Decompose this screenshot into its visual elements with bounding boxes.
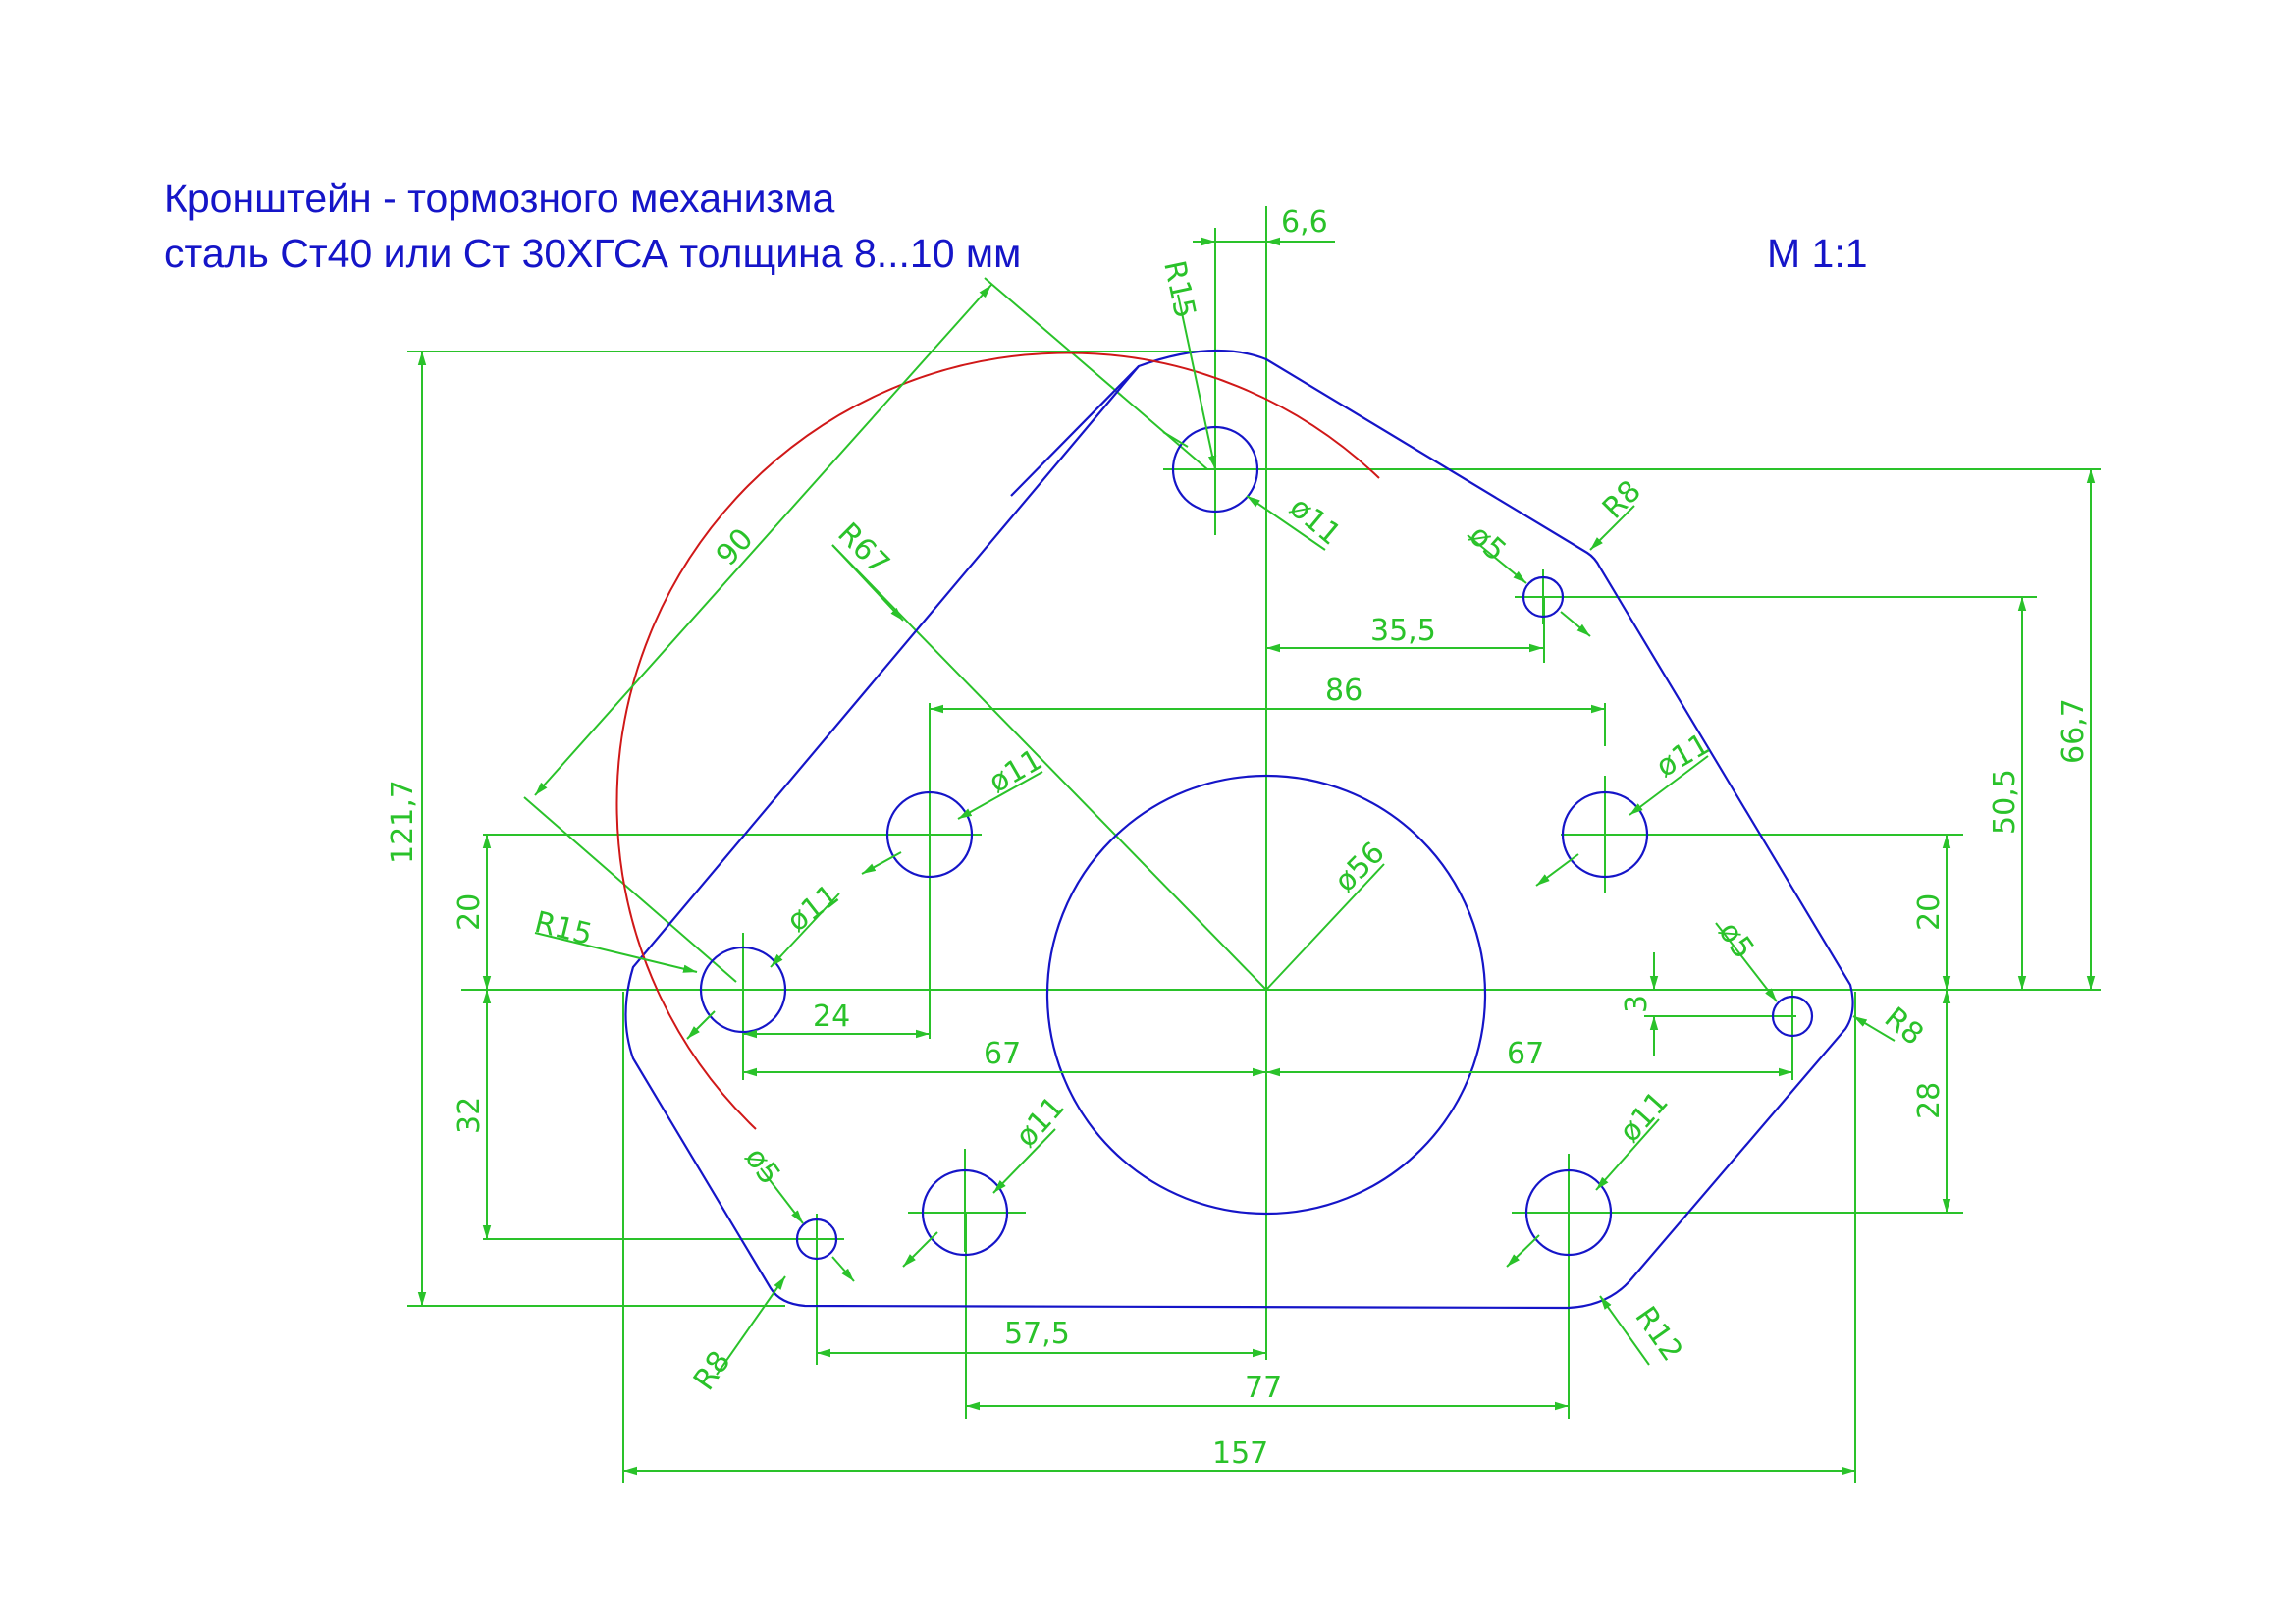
part-outline	[624, 349, 1854, 1310]
leader-corner-br	[1599, 1295, 1650, 1366]
dim-label-right-20: 20	[1912, 893, 1947, 931]
dim-label-small-bl: ø5	[737, 1142, 786, 1192]
hole-lower-right	[1524, 1168, 1613, 1257]
dim-label-small-tr: ø5	[1463, 518, 1513, 568]
leader-center-bore	[1265, 863, 1385, 991]
dim-label-90: 90	[710, 522, 761, 573]
dim-label-hole-ul: ø11	[984, 742, 1048, 800]
leader-corner-tr	[1589, 505, 1635, 551]
dim-label-35-5: 35,5	[1370, 614, 1436, 648]
dim-label-left-67: 67	[984, 1037, 1021, 1071]
leader-top-hole	[1246, 495, 1326, 551]
dim-label-86: 86	[1325, 674, 1362, 708]
dim-label-77: 77	[1245, 1371, 1282, 1405]
leader-small-bl	[760, 1167, 804, 1224]
title-line-2: сталь Ст40 или Ст 30ХГСА толщина 8...10 …	[164, 231, 1022, 276]
leader-hole-ll	[992, 1128, 1056, 1194]
dim-label-hole-left: ø11	[780, 878, 845, 939]
leader-small-r	[1715, 922, 1778, 1002]
dim-label-corner-tr: R8	[1596, 474, 1648, 526]
center-bore	[1045, 774, 1487, 1216]
dimension-lines	[417, 237, 2096, 1476]
leader-top-r15	[1177, 294, 1217, 470]
dim-label-hole-ll: ø11	[1009, 1090, 1072, 1154]
dim-label-50-5: 50,5	[1988, 769, 2022, 835]
dim-label-corner-r: R8	[1878, 1001, 1930, 1052]
dim-label-6-6: 6,6	[1281, 205, 1328, 240]
diag-ext-top	[984, 277, 1208, 470]
leader-corner-bl	[716, 1275, 786, 1376]
hole-upper-right	[1561, 790, 1649, 879]
leader-corner-r	[1852, 1015, 1896, 1042]
small-hole-right	[1771, 995, 1814, 1038]
dim-label-offset-3: 3	[1620, 995, 1654, 1013]
leader-small-tr	[1467, 534, 1527, 584]
dim-label-left-r15: R15	[531, 905, 596, 952]
dim-label-top-hole: ø11	[1283, 490, 1348, 552]
dim-label-center-bore: ø56	[1328, 836, 1392, 899]
leader-hole-ul	[957, 771, 1043, 820]
dim-label-corner-br: R12	[1628, 1301, 1689, 1368]
dim-label-left-32: 32	[453, 1097, 487, 1134]
leader-hole-ur	[1629, 755, 1709, 816]
leader-r67	[831, 544, 904, 622]
leader-hole-left	[770, 893, 840, 968]
leader-left-r15	[534, 932, 698, 973]
small-hole-top-right	[1522, 575, 1565, 619]
dim-label-57-5: 57,5	[1004, 1317, 1070, 1351]
hole-lower-left	[921, 1168, 1009, 1257]
leader-hole-lr	[1595, 1118, 1660, 1191]
dim-90	[534, 284, 992, 796]
dim-label-left-20: 20	[453, 893, 487, 931]
centerlines	[407, 206, 2101, 1483]
small-hole-bottom-left	[795, 1218, 838, 1261]
radius-r67-leader	[831, 544, 1267, 991]
dim-label-right-67: 67	[1507, 1037, 1544, 1071]
dim-label-r67: R67	[830, 516, 895, 581]
diag-ext-left	[523, 796, 737, 983]
hole-top	[1171, 425, 1259, 514]
dim-label-top-r15: R15	[1156, 257, 1202, 321]
dim-label-157: 157	[1212, 1436, 1268, 1471]
dim-label-right-28: 28	[1912, 1082, 1947, 1119]
dim-label-66-7: 66,7	[2056, 698, 2091, 764]
dim-label-121-7: 121,7	[386, 780, 420, 864]
dim-label-24: 24	[813, 1000, 850, 1034]
dim-label-corner-bl: R8	[687, 1345, 738, 1397]
title-line-1: Кронштейн - тормозного механизма	[164, 176, 835, 221]
bracket-contour	[624, 349, 1854, 1310]
scale-label: М 1:1	[1767, 231, 1868, 276]
dim-label-hole-lr: ø11	[1613, 1085, 1676, 1149]
dim-label-small-r: ø5	[1711, 916, 1760, 966]
dimension-labels: 6,6 R15 90 R67 ø11 ø5 R8 35,5 86 ø11 ø11…	[386, 205, 2091, 1471]
